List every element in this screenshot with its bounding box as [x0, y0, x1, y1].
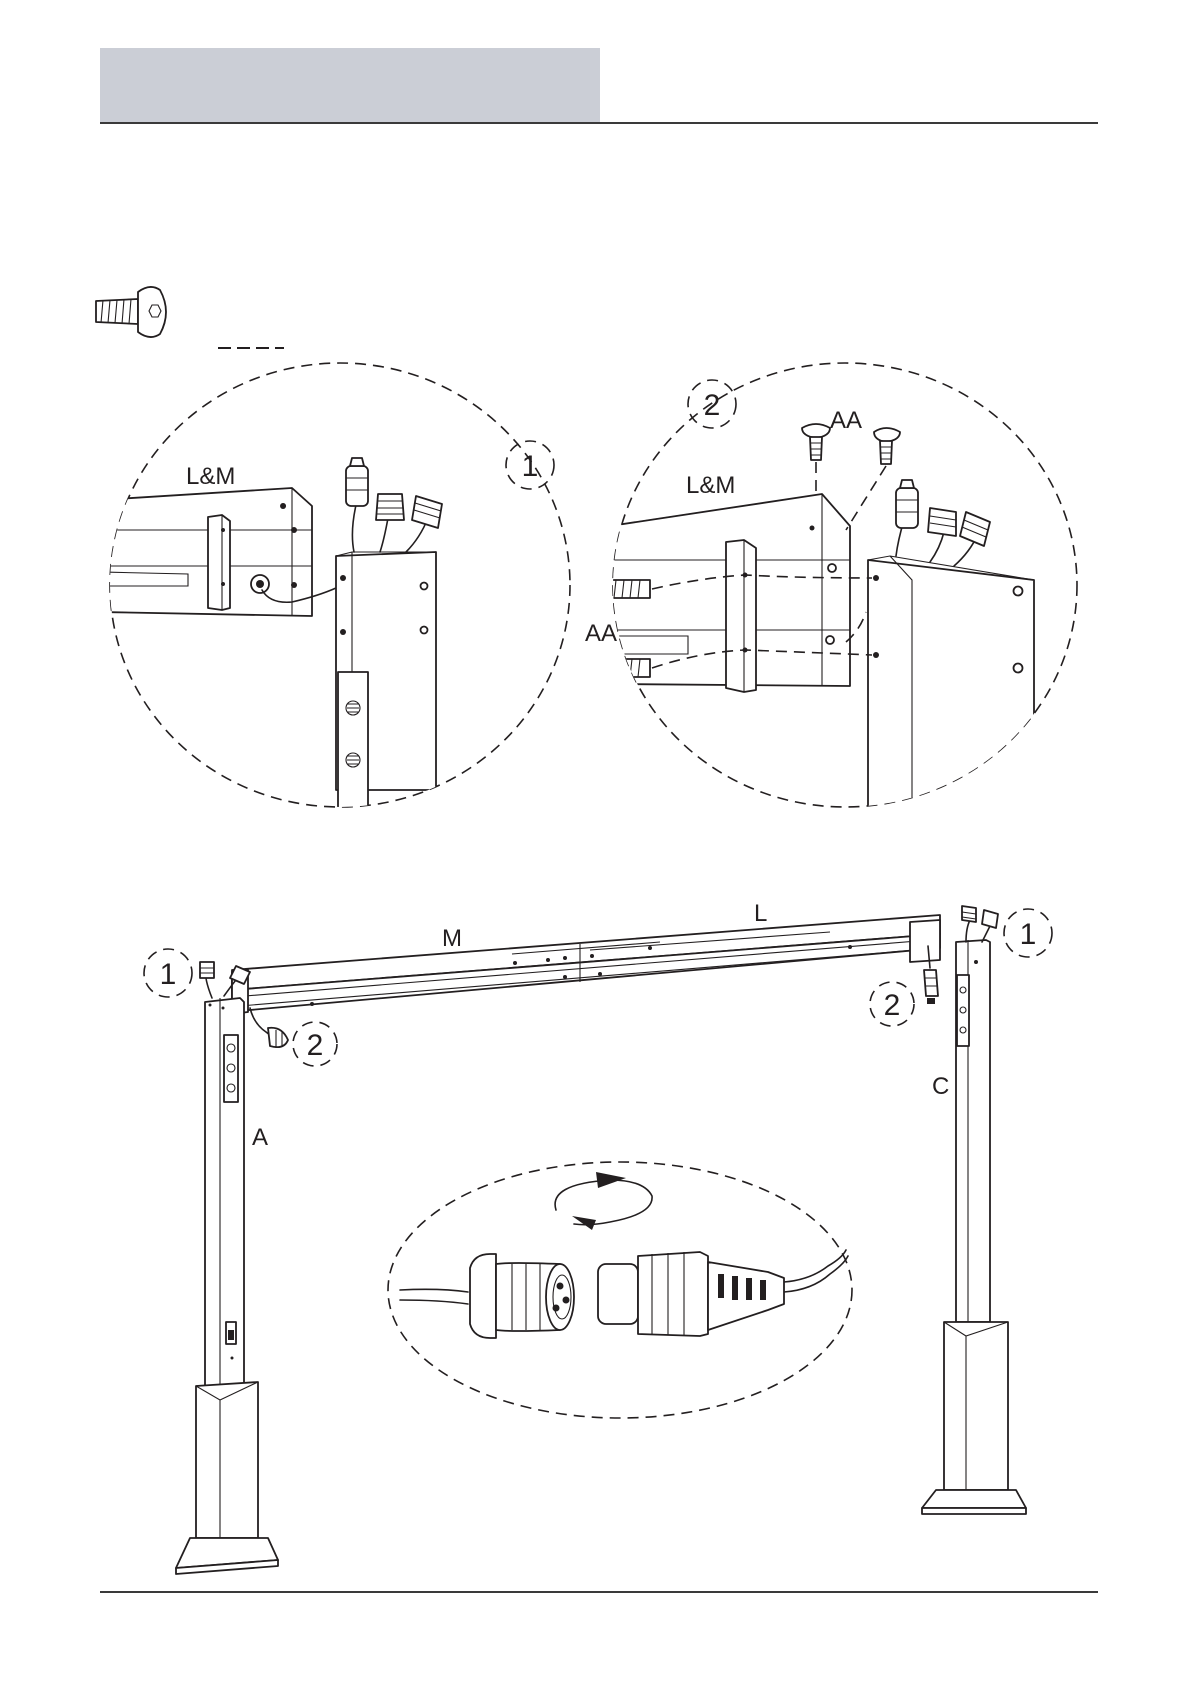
male-connector: [598, 1252, 784, 1336]
label-part-l: L: [754, 900, 767, 927]
callout-detail-2-number: 2: [704, 389, 721, 422]
label-part-c: C: [932, 1073, 949, 1100]
aa-screw-top-left: [802, 424, 830, 498]
callout-right-2-number: 2: [884, 989, 901, 1022]
screw-icon: [96, 287, 166, 337]
aa-screw-top-right: [846, 428, 900, 530]
label-part-a: A: [252, 1124, 268, 1151]
callout-detail-1-number: 1: [522, 450, 539, 483]
callout-detail-2: 2: [688, 380, 736, 428]
callout-detail-1: 1: [506, 441, 554, 489]
label-part-m: M: [442, 925, 462, 952]
label-lm-right: L&M: [686, 472, 735, 499]
callout-right-1-number: 1: [1020, 918, 1037, 951]
label-aa-left: AA: [585, 620, 617, 647]
rotate-arrows-icon: [555, 1172, 652, 1230]
label-lm-left: L&M: [186, 463, 235, 490]
connector-detail-view: [388, 1162, 852, 1418]
callout-left-2-number: 2: [307, 1029, 324, 1062]
callout-right-1: 1: [1004, 909, 1052, 957]
callout-left-1: 1: [144, 949, 192, 997]
callout-left-1-number: 1: [160, 958, 177, 991]
label-aa-top: AA: [830, 407, 862, 434]
detail-1-view: [100, 363, 570, 810]
callout-right-2: 2: [870, 982, 914, 1026]
female-connector: [470, 1254, 574, 1338]
callout-left-2: 2: [293, 1022, 337, 1066]
